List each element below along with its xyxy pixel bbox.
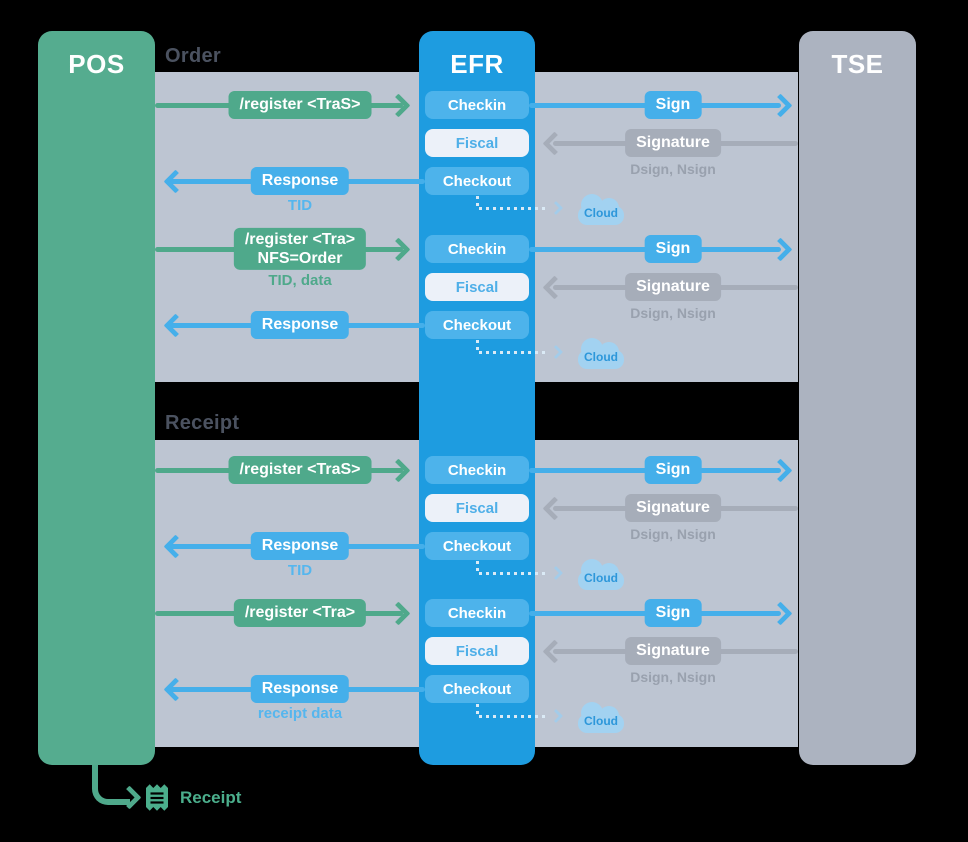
signature-sub-label: Dsign, Nsign [630, 305, 716, 321]
response-label: Response [250, 167, 350, 195]
section-title-receipt: Receipt [165, 412, 240, 434]
cloud-label: Cloud [584, 571, 618, 585]
signature-label: Signature [625, 637, 721, 665]
response-sub-label: TID [287, 197, 313, 214]
checkout-step: Checkout [425, 167, 529, 195]
response-label: Response [250, 311, 350, 339]
cloud-arrow-line [476, 561, 479, 574]
checkin-step: Checkin [425, 235, 529, 263]
cloud-label: Cloud [584, 350, 618, 364]
cloud-arrow-line [479, 207, 549, 210]
cloud-arrow-line [479, 715, 549, 718]
signature-sub-label: Dsign, Nsign [630, 669, 716, 685]
cloud-arrow-line [479, 351, 549, 354]
response-sub-label: receipt data [257, 705, 343, 722]
print-flow-arrow [92, 765, 130, 805]
fiscal-step: Fiscal [425, 637, 529, 665]
response-label: Response [250, 532, 350, 560]
request-label: /register <TraS> [228, 91, 372, 119]
cloud-icon: Cloud [572, 699, 630, 737]
receipt-icon [145, 782, 169, 818]
checkin-step: Checkin [425, 91, 529, 119]
checkin-step: Checkin [425, 456, 529, 484]
response-label: Response [250, 675, 350, 703]
cloud-icon: Cloud [572, 335, 630, 373]
request-label-line2: NFS=Order [257, 250, 343, 267]
signature-label: Signature [625, 273, 721, 301]
response-sub-label: TID [287, 562, 313, 579]
cloud-icon: Cloud [572, 556, 630, 594]
checkout-step: Checkout [425, 532, 529, 560]
sign-label: Sign [644, 91, 702, 119]
signature-label: Signature [625, 494, 721, 522]
signature-label: Signature [625, 129, 721, 157]
request-label-line1: /register <Tra> [244, 230, 356, 248]
cloud-arrow-line [476, 340, 479, 353]
tse-column-title: TSE [831, 49, 884, 79]
sign-label: Sign [644, 456, 702, 484]
cloud-arrow-line [479, 572, 549, 575]
fiscal-step: Fiscal [425, 494, 529, 522]
cloud-arrow-line [476, 704, 479, 717]
signature-sub-label: Dsign, Nsign [630, 161, 716, 177]
sign-label: Sign [644, 599, 702, 627]
cloud-label: Cloud [584, 206, 618, 220]
tse-column: TSE [799, 31, 916, 765]
cloud-label: Cloud [584, 714, 618, 728]
request-label: /register <Tra> NFS=Order [233, 227, 367, 271]
request-sub-label: TID, data [268, 272, 332, 289]
request-label-line1: /register <TraS> [239, 461, 361, 479]
cloud-icon: Cloud [572, 191, 630, 229]
section-title-order: Order [165, 45, 221, 67]
fiscal-step: Fiscal [425, 129, 529, 157]
request-label: /register <TraS> [228, 456, 372, 484]
request-label: /register <Tra> [233, 599, 367, 627]
receipt-footer-label: Receipt [180, 788, 242, 807]
request-label-line1: /register <Tra> [244, 604, 356, 622]
pos-column-title: POS [68, 49, 125, 79]
checkout-step: Checkout [425, 311, 529, 339]
efr-column-title: EFR [450, 49, 504, 79]
checkin-step: Checkin [425, 599, 529, 627]
cloud-arrow-line [476, 196, 479, 209]
pos-column: POS [38, 31, 155, 765]
sign-label: Sign [644, 235, 702, 263]
checkout-step: Checkout [425, 675, 529, 703]
fiscal-step: Fiscal [425, 273, 529, 301]
request-label-line1: /register <TraS> [239, 96, 361, 114]
signature-sub-label: Dsign, Nsign [630, 526, 716, 542]
